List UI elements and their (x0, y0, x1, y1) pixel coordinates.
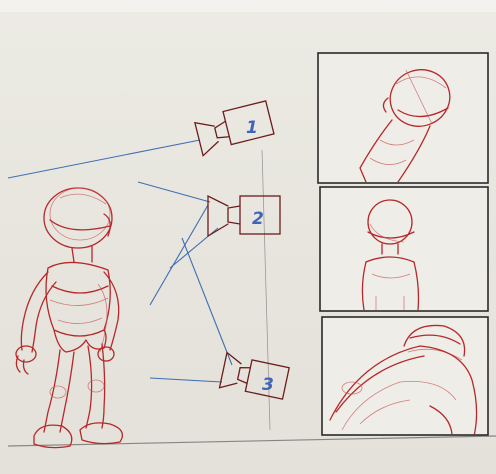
camera-sightlines (138, 182, 232, 382)
camera-1 (194, 101, 275, 156)
panel-camera-2-view (320, 187, 488, 311)
sightline-top (8, 140, 200, 178)
camera-1-label: 1 (246, 118, 258, 138)
camera-2-label: 2 (252, 209, 264, 229)
character-figure (16, 188, 122, 448)
paper-top-edge (0, 0, 496, 12)
panel-camera-3-view (322, 317, 488, 436)
camera-2 (208, 196, 280, 236)
panel-camera-1-view (318, 53, 488, 183)
camera-3-label: 3 (262, 375, 274, 395)
